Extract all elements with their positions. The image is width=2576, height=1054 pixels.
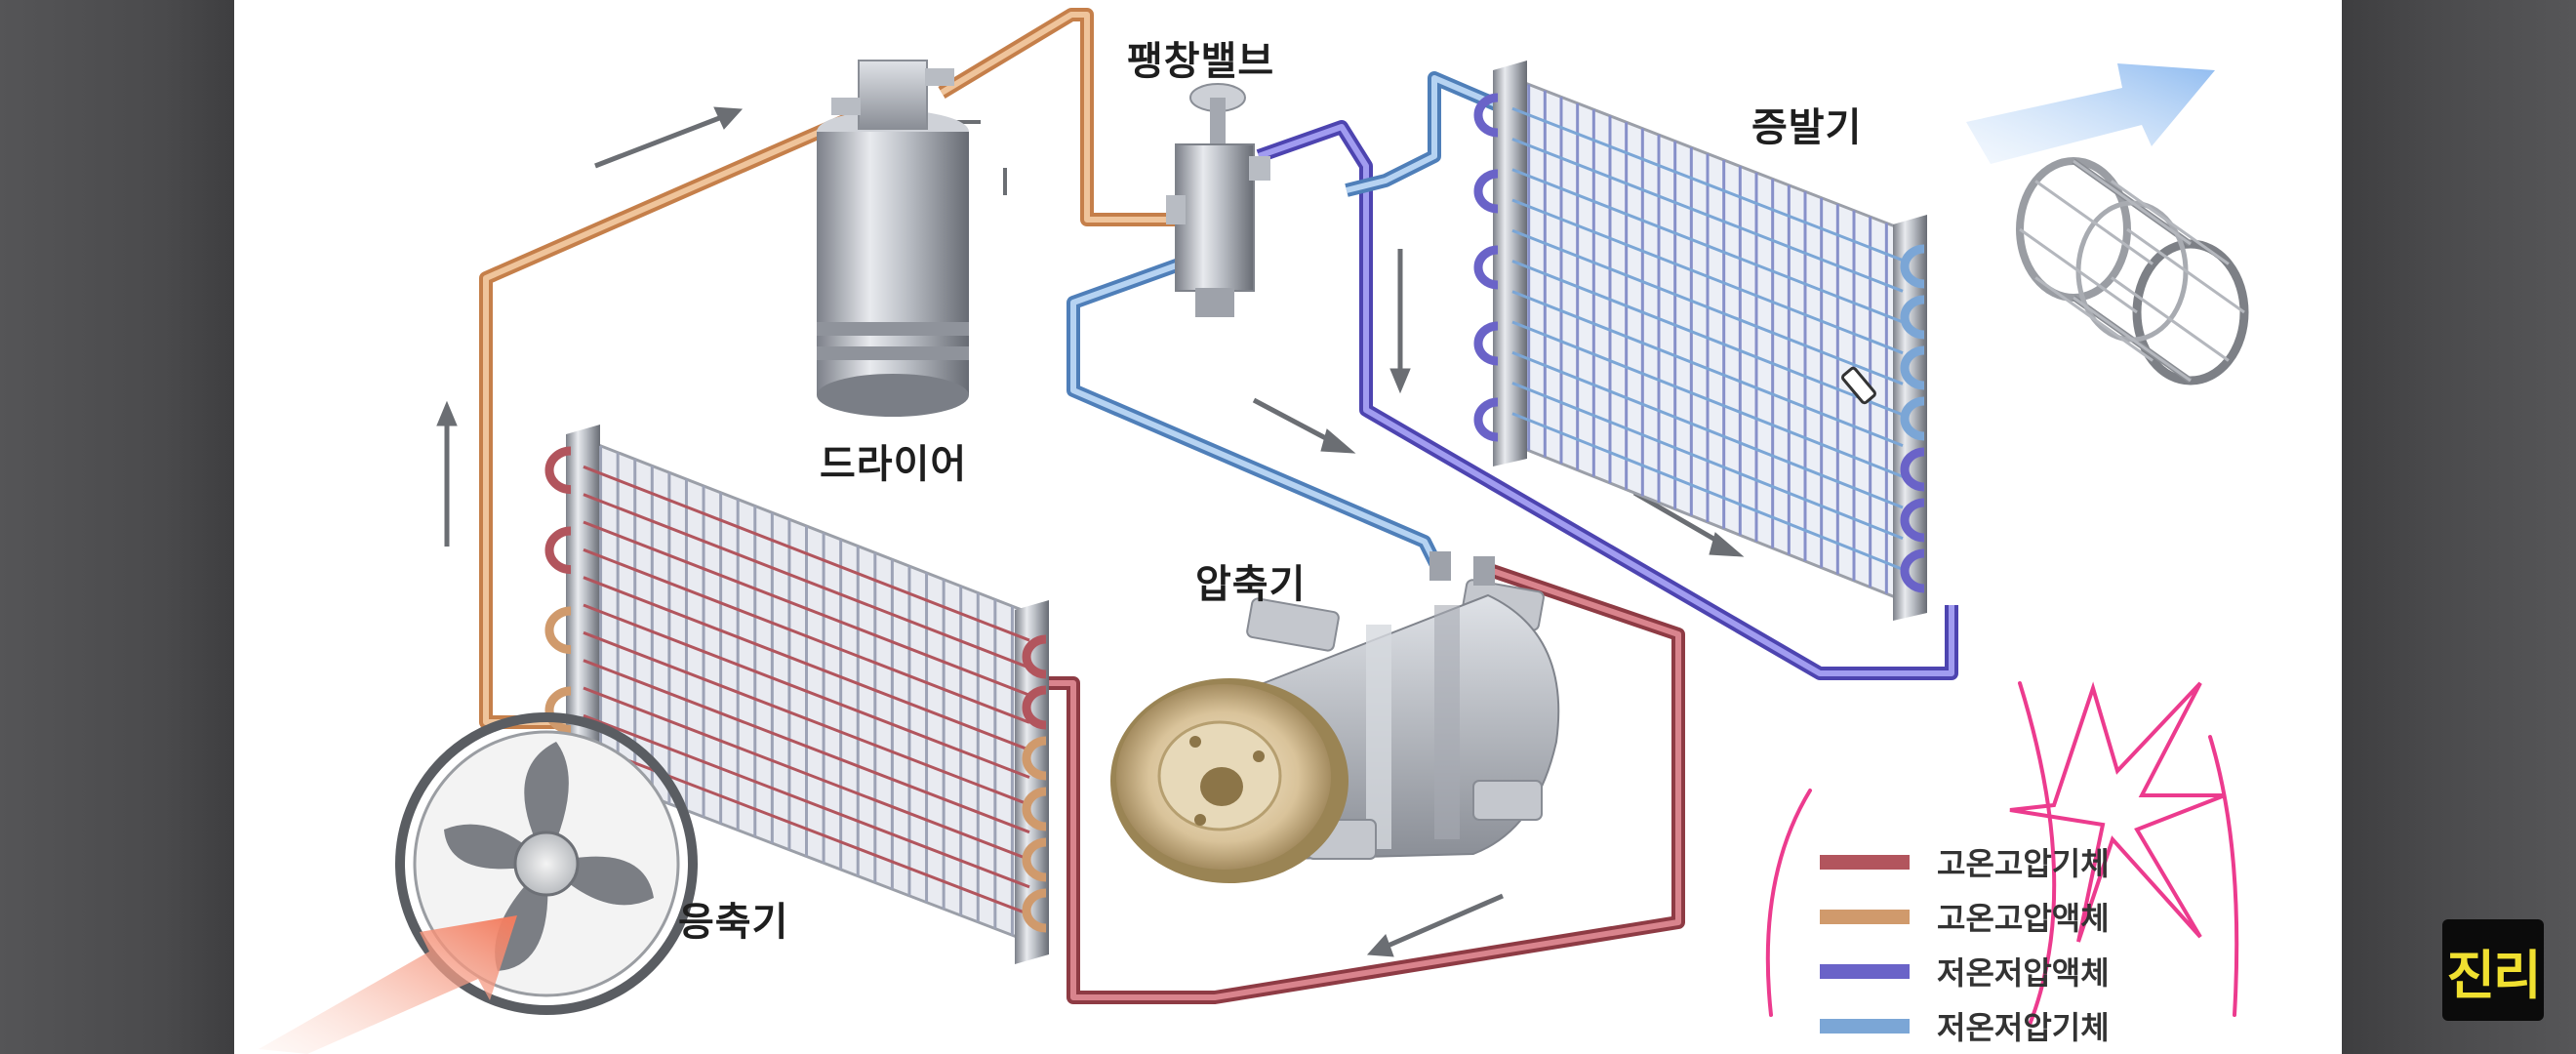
legend-item: 저온저압기체: [1820, 1006, 2110, 1046]
condenser: [544, 425, 1049, 964]
legend-swatch: [1820, 963, 1910, 979]
compressor: [1110, 551, 1560, 883]
legend-swatch: [1820, 909, 1910, 924]
right-letterbox: [2342, 0, 2576, 1054]
cursor-icon: [1841, 366, 1876, 405]
expansion-valve-label: 팽창밸브: [1127, 39, 1275, 84]
evaporator-label: 증발기: [1751, 105, 1863, 150]
legend-label: 저온저압액체: [1937, 954, 2110, 992]
pipe-hot-liquid-dryer-to-valve-core: [940, 12, 1186, 223]
legend-label: 고온고압기체: [1937, 845, 2110, 882]
dryer-label: 드라이어: [820, 442, 968, 487]
left-letterbox: [0, 0, 234, 1054]
legend-item: 고온고압액체: [1820, 897, 2110, 937]
evaporator: [1473, 61, 1927, 621]
legend-swatch: [1820, 1018, 1910, 1034]
flow-arrow-icon: [436, 106, 1745, 957]
condenser-label: 응축기: [678, 900, 789, 945]
blower-icon: [2016, 157, 2249, 385]
airflow-arrow-icon: [259, 63, 2215, 1054]
refrigeration-cycle-diagram: [259, 8, 2249, 1054]
legend-item: 저온저압액체: [1820, 952, 2110, 992]
pipe-cold-liquid-valve-to-evaporator-core: [1258, 124, 1954, 676]
dryer: [817, 60, 969, 417]
pipe-hot-gas-compressor-to-condenser-core: [1034, 563, 1681, 1000]
legend-swatch: [1820, 854, 1910, 870]
handwritten-annotation: [1765, 681, 2239, 1027]
legend-item: 고온고압기체: [1820, 842, 2110, 882]
legend-label: 저온저압기체: [1937, 1009, 2110, 1046]
diagram-panel: 팽창밸브 증발기 드라이어 압축기 응축기 고온고압기체 고온고압액체 저온저압…: [234, 0, 2342, 1054]
legend-label: 고온고압액체: [1937, 900, 2110, 937]
channel-badge: 진리: [2442, 919, 2544, 1021]
expansion-valve: [1166, 83, 1270, 317]
compressor-label: 압축기: [1195, 562, 1307, 607]
